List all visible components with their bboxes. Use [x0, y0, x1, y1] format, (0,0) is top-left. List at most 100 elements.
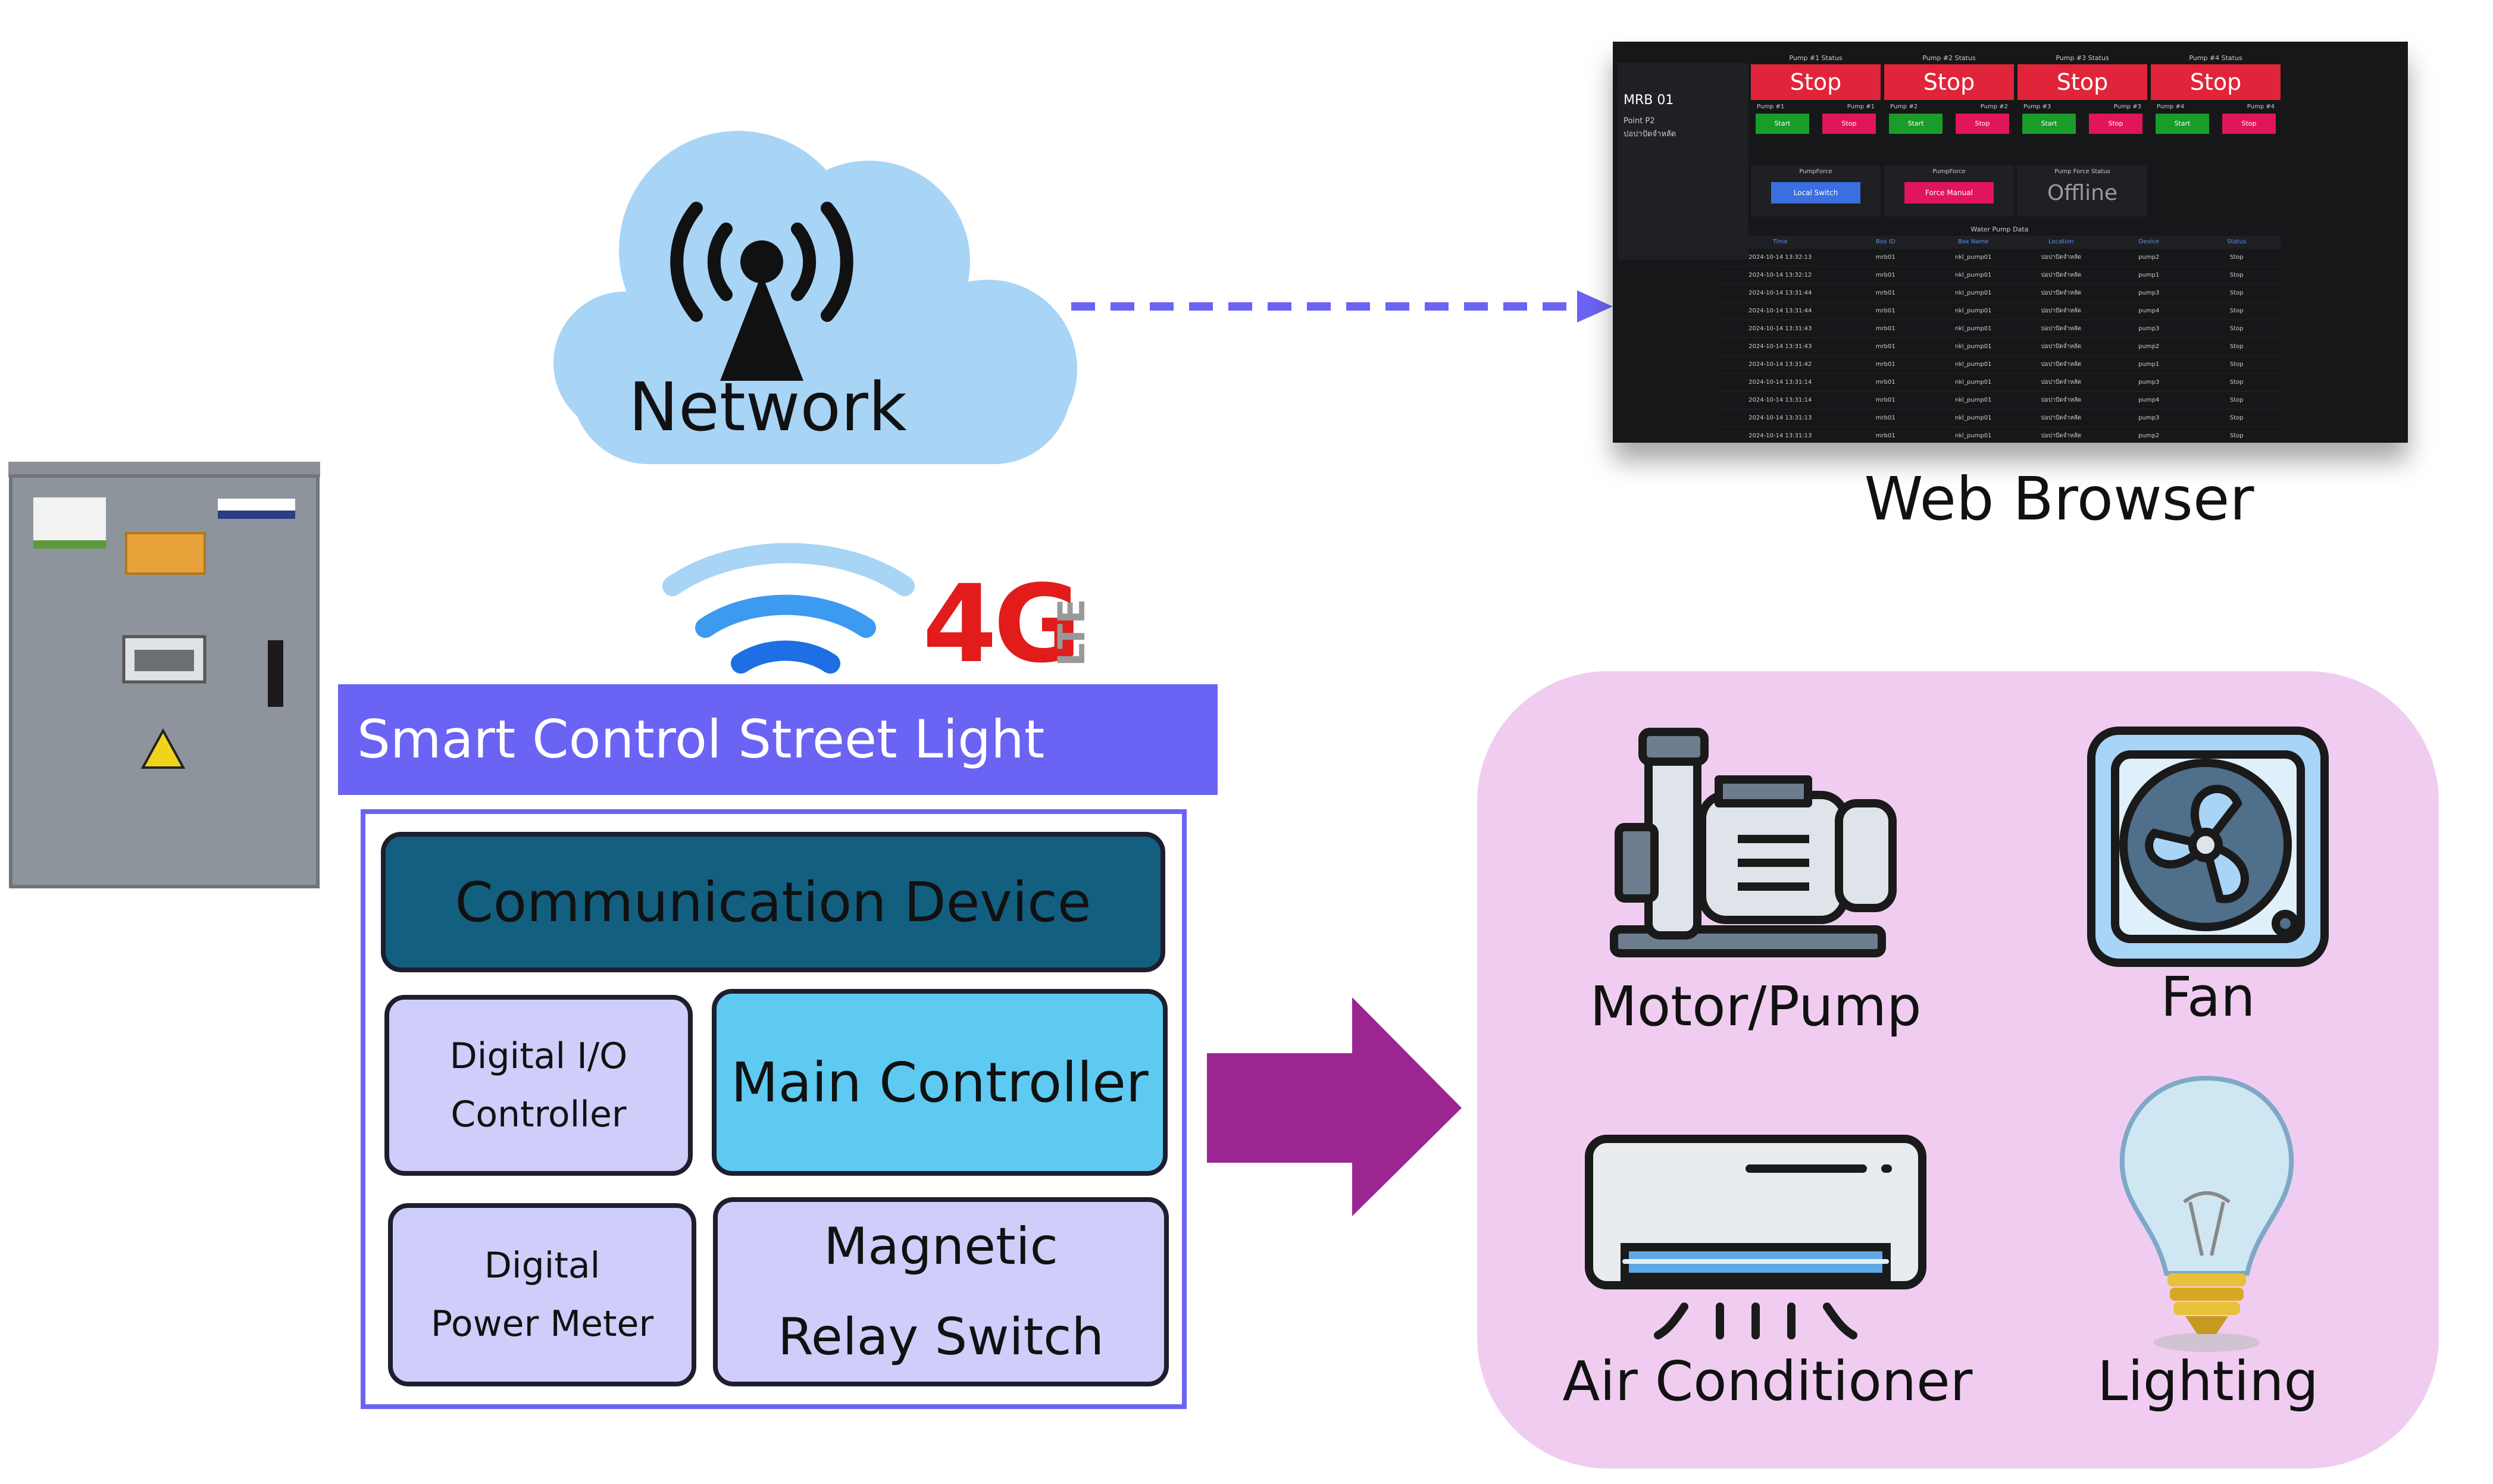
table-cell: ปอปาปัดจำหลัด	[2041, 343, 2082, 350]
pump-force-local-panel: PumpForce Local Switch	[1751, 165, 1881, 217]
relay-line2: Relay Switch	[778, 1307, 1104, 1367]
table-cell: Stop	[2229, 433, 2244, 439]
table-cell: Stop	[2229, 343, 2244, 350]
table-cell: mrb01	[1875, 343, 1895, 350]
motor-pump-icon	[1610, 728, 1897, 957]
antenna-icon	[670, 202, 853, 381]
table-column-header[interactable]: Location	[2048, 239, 2074, 245]
table-cell: 2024-10-14 13:31:14	[1748, 379, 1812, 386]
pump-label: Pump #4	[2247, 104, 2275, 110]
pump-start-button[interactable]: Start	[1756, 114, 1809, 134]
table-cell: Stop	[2229, 379, 2244, 386]
table-cell: ปอปาปัดจำหลัด	[2041, 325, 2082, 332]
table-cell: mrb01	[1875, 254, 1895, 261]
pump-start-button[interactable]: Start	[1889, 114, 1943, 134]
pump-start-button[interactable]: Start	[2156, 114, 2209, 134]
table-cell: nkl_pump01	[1955, 397, 1992, 403]
table-cell: mrb01	[1875, 379, 1895, 386]
digital-io-line2: Controller	[451, 1094, 627, 1135]
pump-status-header: Pump #1 Status	[1789, 54, 1843, 62]
table-cell: Stop	[2229, 272, 2244, 278]
table-cell: Stop	[2229, 415, 2244, 421]
dashboard-sidebar: MRB 01 Point P2 ปอปาปัดจำหลัด	[1618, 63, 1748, 259]
pump-label: Pump #3	[2023, 104, 2051, 110]
local-switch-button[interactable]: Local Switch	[1771, 182, 1860, 203]
table-cell: ปอปาปัดจำหลัด	[2041, 397, 2082, 403]
table-cell: 2024-10-14 13:31:13	[1748, 433, 1812, 439]
pump-status: Stop	[2151, 64, 2281, 100]
table-cell: nkl_pump01	[1955, 308, 1992, 314]
pump-stop-button[interactable]: Stop	[1956, 114, 2009, 134]
cloud-icon	[553, 131, 1077, 464]
communication-device-block: Communication Device	[381, 832, 1165, 972]
table-cell: nkl_pump01	[1955, 415, 1992, 421]
pump-start-button[interactable]: Start	[2022, 114, 2076, 134]
table-column-header[interactable]: Time	[1773, 239, 1788, 245]
pump-status-header: Pump #2 Status	[1922, 54, 1976, 62]
table-cell: mrb01	[1875, 415, 1895, 421]
table-cell: mrb01	[1875, 433, 1895, 439]
table-cell: pump1	[2138, 361, 2160, 368]
table-cell: Stop	[2229, 325, 2244, 332]
pump-label: Pump #2	[1980, 104, 2008, 110]
table-cell: pump4	[2138, 397, 2160, 403]
table-cell: pump2	[2138, 343, 2160, 350]
table-cell: ปอปาปัดจำหลัด	[2041, 290, 2082, 296]
pump-status-header: Pump #4 Status	[2189, 54, 2242, 62]
table-header: Time Box ID Box Name Location Device Status	[1719, 236, 2281, 249]
table-cell: mrb01	[1875, 272, 1895, 278]
table-column-header[interactable]: Status	[2227, 239, 2247, 245]
table-cell: nkl_pump01	[1955, 361, 1992, 368]
table-column-header[interactable]: Device	[2138, 239, 2159, 245]
4g-logo: 4G	[922, 562, 1081, 687]
circuit-title: Smart Control Street Light Circuit	[338, 684, 1218, 881]
table-column-header[interactable]: Box Name	[1958, 239, 1989, 245]
communication-device-label: Communication Device	[455, 870, 1091, 934]
table-cell: ปอปาปัดจำหลัด	[2041, 379, 2082, 386]
table-cell: 2024-10-14 13:31:43	[1748, 343, 1812, 350]
table-cell: mrb01	[1875, 397, 1895, 403]
table-cell: 2024-10-14 13:32:12	[1748, 272, 1812, 278]
pump-status: Stop	[1884, 64, 2014, 100]
power-meter-line1: Digital	[484, 1245, 600, 1286]
table-cell: 2024-10-14 13:31:14	[1748, 397, 1812, 403]
main-controller-label: Main Controller	[731, 1050, 1149, 1114]
lighting-label: Lighting	[2097, 1350, 2319, 1413]
table-cell: Stop	[2229, 361, 2244, 368]
table-column-header[interactable]: Box ID	[1876, 239, 1895, 245]
pump-stop-button[interactable]: Stop	[2089, 114, 2142, 134]
table-cell: ปอปาปัดจำหลัด	[2041, 254, 2082, 261]
box-title: MRB 01	[1624, 93, 1674, 108]
force-manual-button[interactable]: Force Manual	[1904, 182, 1994, 203]
pump-stop-button[interactable]: Stop	[2222, 114, 2276, 134]
pump-status: Stop	[1751, 64, 1881, 100]
table-cell: Stop	[2229, 290, 2244, 296]
table-cell: ปอปาปัดจำหลัด	[2041, 433, 2082, 439]
table-cell: 2024-10-14 13:31:42	[1748, 361, 1812, 368]
force-header: PumpForce	[1932, 168, 1966, 175]
motor-pump-label: Motor/Pump	[1590, 975, 1922, 1038]
table-cell: nkl_pump01	[1955, 379, 1992, 386]
table-cell: pump2	[2138, 254, 2160, 261]
pump-label: Pump #3	[2113, 104, 2141, 110]
web-dashboard: MRB 01 Point P2 ปอปาปัดจำหลัด Pump #1 St…	[1613, 42, 2408, 443]
magnetic-relay-switch-block: Magnetic Relay Switch	[713, 1197, 1169, 1386]
table-cell: nkl_pump01	[1955, 343, 1992, 350]
table-cell: ปอปาปัดจำหลัด	[2041, 272, 2082, 278]
digital-power-meter-block: Digital Power Meter	[388, 1203, 696, 1386]
pump-label: Pump #1	[1757, 104, 1785, 110]
table-cell: ปอปาปัดจำหลัด	[2041, 415, 2082, 421]
pump-stop-button[interactable]: Stop	[1822, 114, 1876, 134]
power-meter-line2: Power Meter	[430, 1303, 654, 1345]
network-label: Network	[628, 369, 907, 446]
